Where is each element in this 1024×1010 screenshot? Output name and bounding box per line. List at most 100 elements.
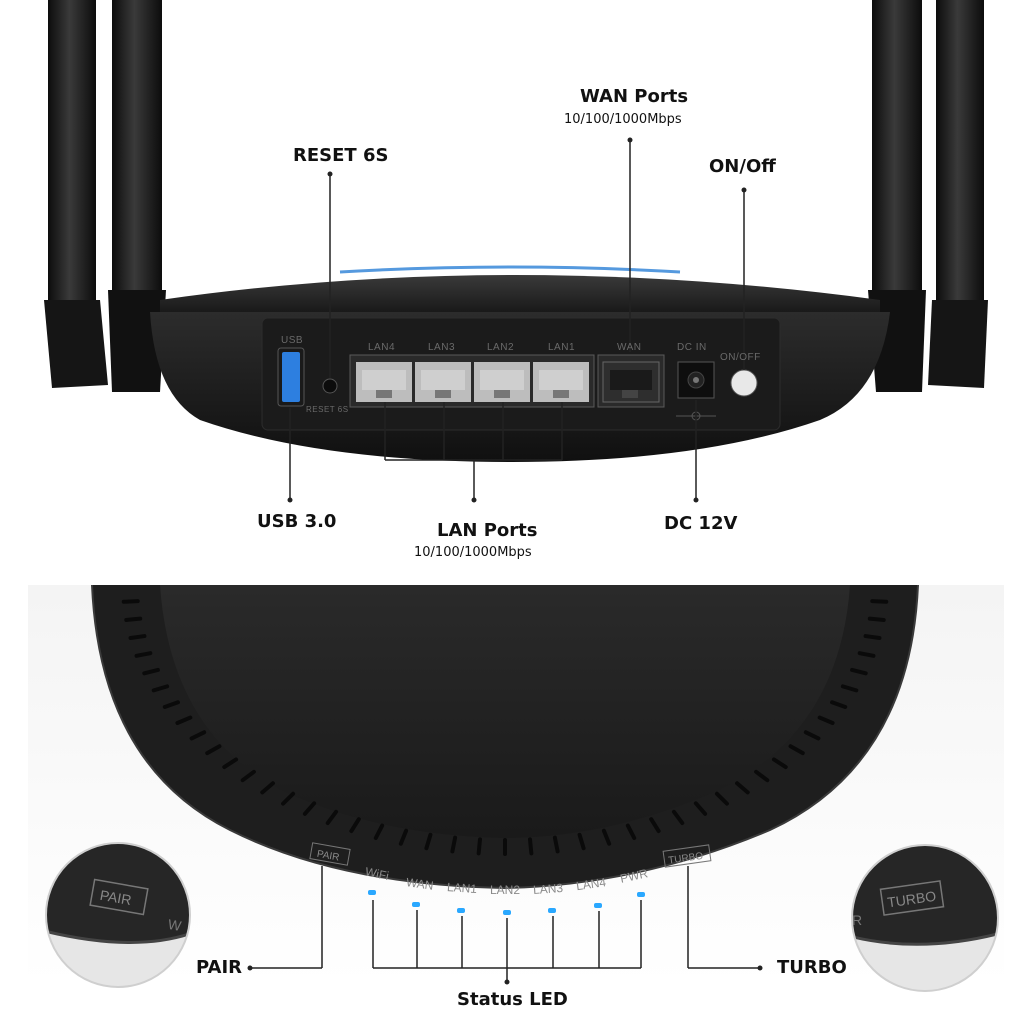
bottom-label-lan4: LAN4 [575, 875, 607, 893]
turbo-label-box [662, 844, 712, 868]
led-lan1 [457, 908, 465, 913]
vent-slot [162, 700, 180, 709]
router-top-shell [160, 275, 880, 318]
vent-slot [870, 599, 889, 604]
top-callout-lines [287, 137, 747, 503]
panel-label-reset: RESET 6S [306, 405, 349, 414]
vent-slot [863, 634, 882, 641]
onoff-callout: ON/Off [709, 156, 776, 177]
bottom-label-turbo: TURBO [668, 851, 704, 867]
panel-label-dc-in: DC IN [677, 342, 707, 353]
vent-slot [124, 616, 143, 622]
vent-slot [735, 781, 750, 795]
wan-port [602, 361, 660, 403]
bottom-callout-lines [247, 866, 763, 985]
lan-port-3 [415, 362, 471, 402]
panel-label-lan1: LAN1 [548, 342, 575, 353]
led-pwr [637, 892, 645, 897]
turbo-callout: TURBO [777, 957, 847, 978]
lan-port-4 [356, 362, 412, 402]
vent-slot [398, 828, 409, 846]
lan-ports-title: LAN Ports [437, 520, 538, 541]
vent-slot [142, 667, 160, 676]
panel-label-lan2: LAN2 [487, 342, 514, 353]
vent-slot [754, 769, 770, 783]
antenna-right-inner [868, 0, 926, 392]
vent-slot [817, 715, 835, 726]
panel-label-usb: USB [281, 335, 303, 346]
vent-slot [222, 757, 239, 770]
vent-slot [175, 715, 193, 726]
antenna-left-outer [44, 0, 108, 388]
vent-slot [552, 835, 560, 854]
vent-slot [424, 832, 433, 851]
usb-callout: USB 3.0 [257, 511, 337, 532]
vent-slots [121, 599, 889, 856]
zoom-label-partial-left: W [167, 916, 184, 934]
wan-ports-title: WAN Ports [580, 86, 689, 107]
dc-callout: DC 12V [664, 513, 738, 534]
vent-slot [349, 817, 361, 834]
antenna-left-inner [108, 0, 166, 392]
vent-slot [850, 667, 868, 676]
bottom-label-wifi: WiFi [364, 864, 390, 883]
lan-ports-speed: 10/100/1000Mbps [414, 545, 532, 560]
vent-slot [867, 616, 886, 622]
wan-ports-speed: 10/100/1000Mbps [564, 112, 682, 127]
lan-port-2 [474, 362, 530, 402]
vent-slot [450, 835, 458, 854]
bottom-label-lan1: LAN1 [447, 880, 478, 896]
zoom-circle-turbo [852, 845, 998, 991]
panel-label-wan: WAN [617, 342, 641, 353]
led-lan2 [503, 910, 511, 915]
vent-slot [189, 730, 207, 741]
vent-slot [121, 599, 140, 604]
vent-slot [771, 757, 788, 770]
zoom-label-turbo: TURBO [886, 888, 937, 911]
vent-slot [373, 823, 385, 840]
led-lan3 [548, 908, 556, 913]
vent-slot [205, 744, 222, 756]
bottom-label-wan: WAN [405, 875, 434, 893]
zoom-circle-pair [46, 843, 190, 987]
reset-callout: RESET 6S [293, 145, 389, 166]
antenna-right-outer [928, 0, 988, 388]
led-wifi [368, 890, 376, 895]
vent-slot [503, 838, 507, 856]
led-lan4 [594, 903, 602, 908]
vent-slot [857, 651, 876, 658]
vent-slot [625, 823, 637, 840]
vent-slot [281, 791, 296, 806]
vent-slot [476, 837, 483, 856]
vent-slot [134, 651, 153, 658]
vent-slot [803, 730, 821, 741]
vent-slot [840, 684, 859, 693]
vent-slot [671, 809, 685, 826]
bottom-label-pwr: PWR [619, 866, 650, 886]
panel-label-lan3: LAN3 [428, 342, 455, 353]
bottom-label-lan2: LAN2 [490, 883, 520, 897]
led-wan [412, 902, 420, 907]
vent-slot [240, 769, 256, 783]
panel-label-on-off: ON/OFF [720, 352, 761, 363]
vent-slot [577, 832, 586, 851]
bottom-label-pair: PAIR [316, 849, 340, 864]
vent-slot [151, 684, 170, 693]
vent-slot [693, 801, 708, 816]
zoom-label-partial-right: R [852, 912, 862, 928]
vent-slot [325, 809, 339, 826]
vent-slot [649, 817, 661, 834]
vent-slot [830, 700, 848, 709]
zoom-label-pair: PAIR [99, 887, 133, 908]
vent-slot [302, 801, 317, 816]
panel-label-lan4: LAN4 [368, 342, 395, 353]
pair-callout: PAIR [196, 957, 243, 978]
status-leds [368, 890, 645, 915]
vent-slot [788, 744, 805, 756]
status-led-callout: Status LED [457, 989, 568, 1010]
bottom-label-lan3: LAN3 [533, 881, 564, 897]
vent-slot [260, 781, 275, 795]
vent-slot [527, 837, 534, 856]
lan-port-1 [533, 362, 589, 402]
